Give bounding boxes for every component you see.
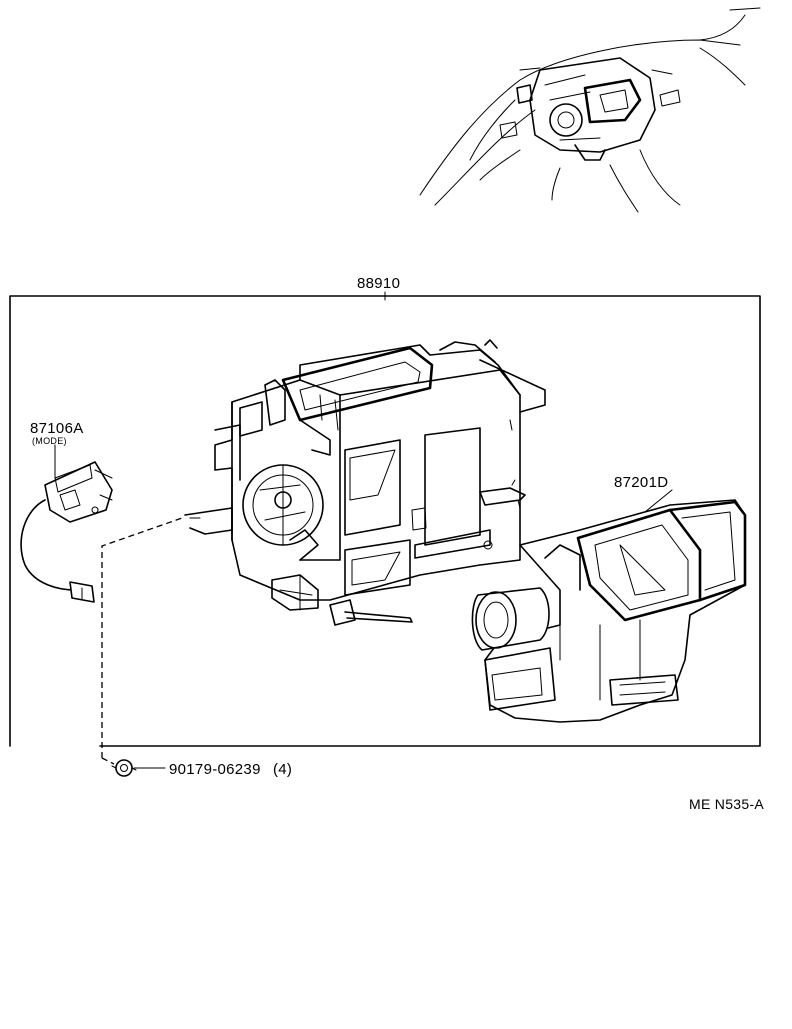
screw-part-number: 90179-06239 — [169, 761, 261, 778]
figure-code: ME N535-A — [689, 796, 765, 812]
screw-leader-lines — [101, 516, 186, 769]
servo-part-number: 87106A — [30, 420, 84, 437]
blower-part-number: 87201D — [614, 474, 669, 491]
assembly-part-number: 88910 — [357, 275, 401, 292]
screw-drawing — [111, 759, 137, 777]
heater-unit-drawing — [184, 339, 546, 626]
blower-unit-drawing — [471, 499, 747, 723]
servo-mode-note: (MODE) — [32, 436, 67, 446]
screw-quantity: (4) — [273, 761, 293, 778]
callout-leaders — [644, 489, 673, 513]
dashboard-inset-view — [419, 7, 761, 213]
assembly-bracket-box — [9, 291, 761, 747]
mode-servo-drawing — [20, 444, 113, 603]
